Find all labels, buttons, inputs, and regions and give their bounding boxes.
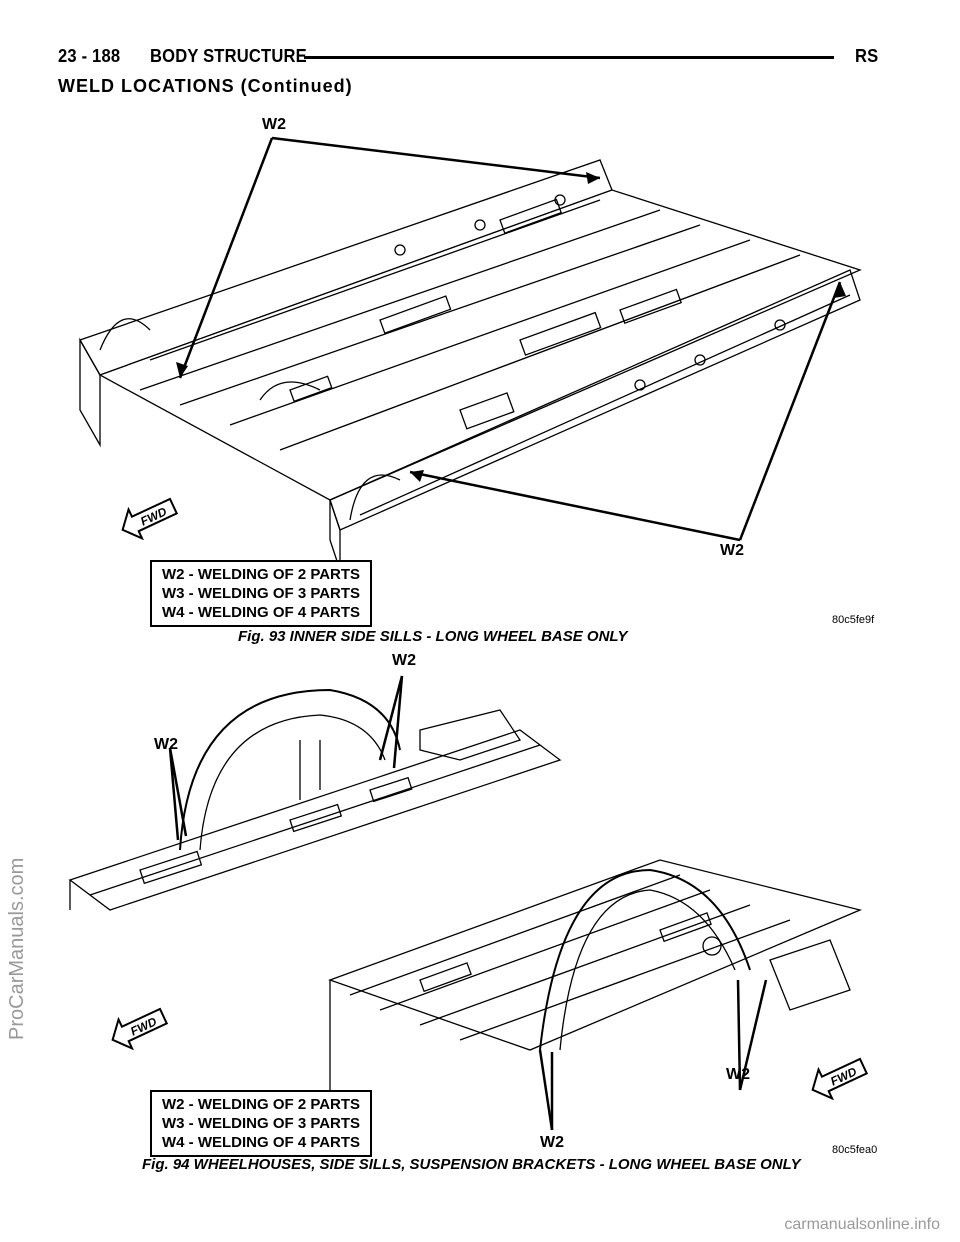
weld-legend: W2 - WELDING OF 2 PARTS W3 - WELDING OF …	[150, 560, 373, 627]
weld-callout-w2: W2	[720, 542, 744, 559]
footer-watermark: carmanualsonline.info	[784, 1216, 940, 1233]
figure-93-illustration	[79, 136, 862, 571]
figure-94-illustration	[68, 675, 863, 1131]
weld-callout-w2: W2	[392, 652, 416, 669]
image-code: 80c5fe9f	[832, 614, 875, 626]
legend-item-w3: W3 - WELDING OF 3 PARTS	[162, 1115, 361, 1132]
legend-item-w3: W3 - WELDING OF 3 PARTS	[162, 585, 361, 602]
page-header: 23 - 188 BODY STRUCTURE RS	[58, 46, 878, 76]
fwd-arrow-icon: FWD	[111, 1007, 169, 1051]
weld-callout-w2: W2	[154, 736, 178, 753]
legend-item-w2: W2 - WELDING OF 2 PARTS	[162, 1096, 361, 1113]
weld-callout-w2: W2	[540, 1134, 564, 1151]
legend-item-w4: W4 - WELDING OF 4 PARTS	[162, 1134, 361, 1151]
page-number: 23 - 188	[58, 46, 121, 66]
weld-callout-w2: W2	[262, 116, 286, 133]
header-rule	[304, 56, 834, 59]
section-title: BODY STRUCTURE	[150, 46, 307, 66]
legend-item-w4: W4 - WELDING OF 4 PARTS	[162, 604, 361, 621]
model-code: RS	[854, 46, 878, 66]
page-subtitle: WELD LOCATIONS (Continued)	[58, 76, 353, 96]
weld-callout-w2: W2	[726, 1066, 750, 1083]
image-code: 80c5fea0	[832, 1144, 878, 1156]
fwd-arrow-icon: FWD	[121, 497, 179, 541]
fwd-arrow-icon: FWD	[811, 1057, 869, 1101]
legend-item-w2: W2 - WELDING OF 2 PARTS	[162, 566, 361, 583]
figure-caption: Fig. 94 WHEELHOUSES, SIDE SILLS, SUSPENS…	[142, 1156, 801, 1173]
figure-caption: Fig. 93 INNER SIDE SILLS - LONG WHEEL BA…	[238, 628, 628, 645]
weld-legend: W2 - WELDING OF 2 PARTS W3 - WELDING OF …	[150, 1090, 373, 1157]
